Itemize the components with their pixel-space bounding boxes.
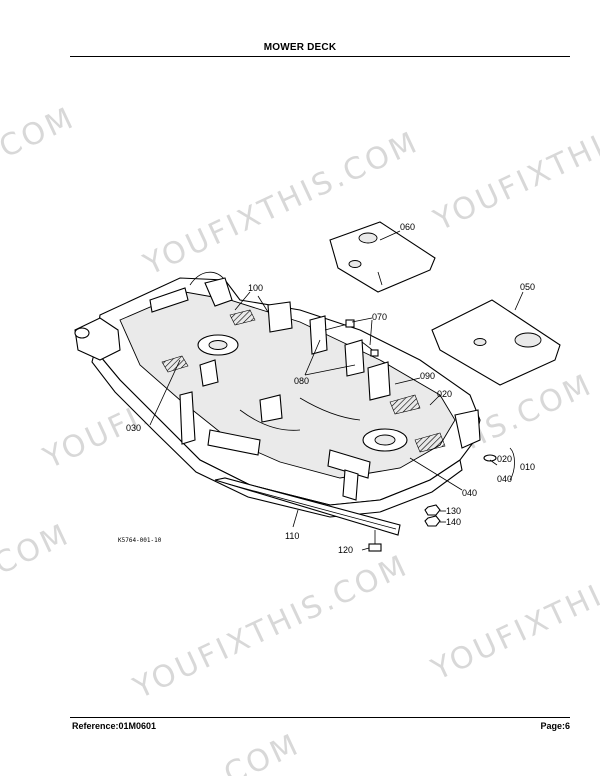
- reference-label: Reference:01M0601: [72, 721, 157, 731]
- callout-020-upper: 020: [437, 389, 452, 399]
- callout-090: 090: [420, 371, 435, 381]
- part-050-belt-cover-right: [431, 299, 561, 386]
- callout-labels: 060 050 100 070 080 090 020 030 020 010 …: [118, 222, 535, 555]
- part-060-belt-cover-left: [329, 221, 436, 293]
- footer-rule: [70, 717, 570, 718]
- header-rule: [70, 56, 570, 57]
- watermark-top-right: YOUFIXTHIS: [428, 119, 600, 239]
- callout-040: 040: [462, 488, 477, 498]
- watermark-bottom-center: YOUFIXTHIS.COM: [127, 548, 414, 707]
- deck-body: [74, 271, 481, 518]
- callout-050: 050: [520, 282, 535, 292]
- figure-code: K5764-001-10: [118, 537, 162, 544]
- callout-140: 140: [446, 517, 461, 527]
- watermark-com-top-left: .COM: [0, 100, 81, 171]
- callout-010: 010: [520, 462, 535, 472]
- callout-120: 120: [338, 545, 353, 555]
- callout-070: 070: [372, 312, 387, 322]
- watermark-com-bottom: .COM: [208, 727, 306, 776]
- callout-040-right: 040: [497, 474, 512, 484]
- callout-020-right: 020: [497, 454, 512, 464]
- page-title: MOWER DECK: [263, 42, 337, 53]
- watermark-com-left: .COM: [0, 517, 76, 588]
- callout-100: 100: [248, 283, 263, 293]
- watermark-bottom-right: YOUFIXTHIS: [426, 568, 600, 688]
- callout-130: 130: [446, 506, 461, 516]
- callout-030: 030: [126, 423, 141, 433]
- callout-110: 110: [285, 531, 299, 541]
- callout-080: 080: [294, 376, 309, 386]
- part-110-discharge-flap: [214, 477, 401, 536]
- leader-lines: [149, 230, 524, 551]
- fasteners: [324, 319, 515, 552]
- callout-060: 060: [400, 222, 415, 232]
- page-number: Page:6: [540, 721, 570, 731]
